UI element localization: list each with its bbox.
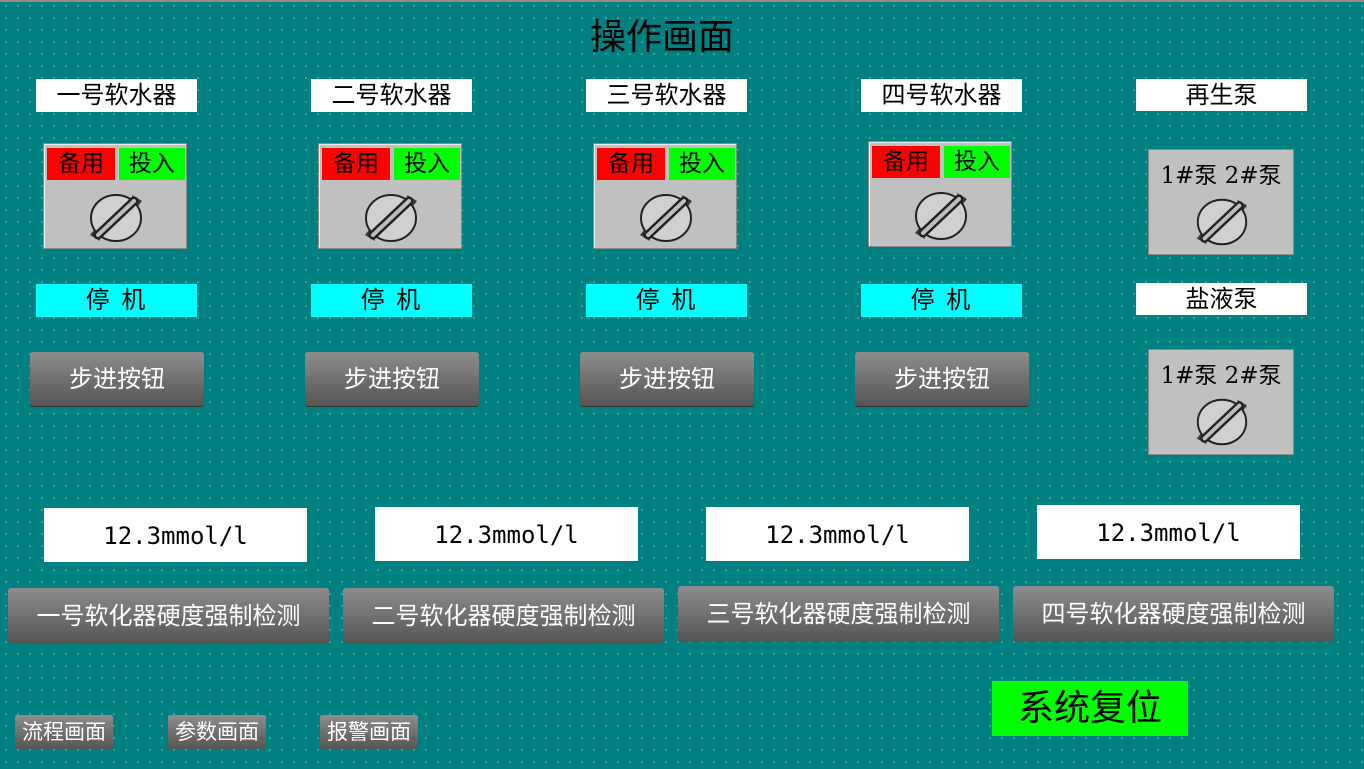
pump-options-label: 1#泵 2#泵 (1160, 163, 1282, 189)
brine-pump-selector[interactable]: 1#泵 2#泵 (1148, 349, 1294, 455)
nav-process-screen[interactable]: 流程画面 (15, 715, 113, 749)
step-button[interactable]: 步进按钮 (305, 352, 479, 406)
active-tag: 投入 (119, 148, 185, 180)
system-reset-button[interactable]: 系统复位 (992, 681, 1188, 736)
rotary-selector-switch-icon[interactable] (630, 187, 702, 249)
hardness-value-4: 12.3mmol/l (1037, 505, 1300, 559)
hardness-check-button-1[interactable]: 一号软化器硬度强制检测 (8, 588, 329, 644)
active-tag: 投入 (394, 148, 460, 180)
softener-mode-switch[interactable]: 备用 投入 (868, 141, 1012, 247)
standby-tag: 备用 (322, 148, 390, 180)
step-button[interactable]: 步进按钮 (855, 352, 1029, 406)
page-title: 操作画面 (589, 17, 734, 58)
hardness-value-3: 12.3mmol/l (706, 507, 969, 561)
brine-pump-label: 盐液泵 (1136, 283, 1307, 315)
active-tag: 投入 (669, 148, 735, 180)
softener-mode-switch[interactable]: 备用 投入 (593, 143, 737, 249)
softener-status: 停 机 (861, 284, 1022, 317)
nav-parameter-screen[interactable]: 参数画面 (168, 715, 266, 749)
rotary-selector-switch-icon[interactable] (355, 187, 427, 249)
top-border (0, 0, 1364, 2)
step-button[interactable]: 步进按钮 (30, 352, 204, 406)
standby-tag: 备用 (597, 148, 665, 180)
hardness-check-button-2[interactable]: 二号软化器硬度强制检测 (343, 588, 664, 644)
softener-status: 停 机 (586, 284, 747, 317)
standby-tag: 备用 (872, 146, 940, 178)
standby-tag: 备用 (47, 148, 115, 180)
rotary-selector-switch-icon[interactable] (80, 187, 152, 249)
hardness-value-1: 12.3mmol/l (44, 508, 307, 562)
regeneration-pump-selector[interactable]: 1#泵 2#泵 (1148, 149, 1294, 255)
softener-name: 三号软水器 (586, 79, 747, 112)
rotary-selector-switch-icon[interactable] (1187, 392, 1257, 452)
nav-alarm-screen[interactable]: 报警画面 (320, 715, 418, 749)
softener-mode-switch[interactable]: 备用 投入 (43, 143, 187, 249)
softener-mode-switch[interactable]: 备用 投入 (318, 143, 462, 249)
hardness-check-button-3[interactable]: 三号软化器硬度强制检测 (678, 586, 999, 642)
softener-status: 停 机 (311, 284, 472, 317)
pump-options-label: 1#泵 2#泵 (1160, 363, 1282, 389)
regeneration-pump-label: 再生泵 (1136, 79, 1307, 111)
hardness-check-button-4[interactable]: 四号软化器硬度强制检测 (1013, 586, 1334, 642)
softener-name: 四号软水器 (861, 79, 1022, 112)
softener-name: 一号软水器 (36, 79, 197, 112)
softener-status: 停 机 (36, 284, 197, 317)
hardness-value-2: 12.3mmol/l (375, 507, 638, 561)
rotary-selector-switch-icon[interactable] (905, 185, 977, 247)
step-button[interactable]: 步进按钮 (580, 352, 754, 406)
rotary-selector-switch-icon[interactable] (1187, 192, 1257, 252)
softener-name: 二号软水器 (311, 79, 472, 112)
active-tag: 投入 (944, 146, 1010, 178)
